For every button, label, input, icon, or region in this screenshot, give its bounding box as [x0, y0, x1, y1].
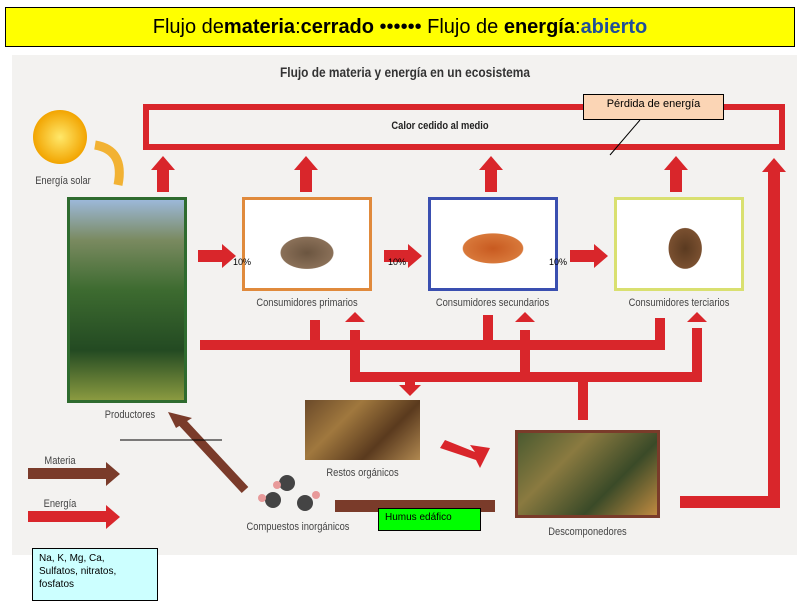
- legend-matter-label: Materia: [44, 455, 76, 467]
- decomposers-image: [515, 430, 660, 518]
- legend-energy-label: Energía: [43, 498, 77, 510]
- rabbit-image: [242, 197, 372, 291]
- inorganic-label: Compuestos inorgánicos: [246, 521, 350, 533]
- banner-text: Flujo de: [152, 15, 224, 38]
- percent-label: 10%: [549, 257, 568, 267]
- primary-label: Consumidores primarios: [256, 297, 358, 309]
- secondary-label: Consumidores secundarios: [435, 297, 550, 309]
- producers-label: Productores: [104, 409, 156, 421]
- fox-image: [428, 197, 558, 291]
- trophic-arrows: [198, 244, 608, 268]
- minerals-line: fosfatos: [39, 579, 75, 590]
- minerals-callout: Na, K, Mg, Ca, Sulfatos, nitratos, fosfa…: [32, 548, 158, 601]
- diagram-title: Flujo de materia y energía en un ecosist…: [279, 64, 530, 80]
- molecule-icon: [258, 475, 320, 511]
- sun-ray-arrow: [93, 140, 124, 186]
- banner-text: abierto: [580, 15, 648, 38]
- sun-icon: [33, 110, 87, 164]
- death-flow-lines: [200, 312, 707, 468]
- legend-matter-arrow: [28, 468, 108, 479]
- remains-image: [305, 400, 420, 460]
- legend-energy-arrow: [28, 511, 108, 522]
- banner-text: •••••• Flujo de: [374, 15, 504, 38]
- title-banner: Flujo de materia: cerrado •••••• Flujo d…: [5, 7, 795, 47]
- banner-text: energía: [503, 15, 575, 38]
- heat-up-arrows: [151, 156, 786, 508]
- decomposers-label: Descomponedores: [548, 526, 627, 538]
- banner-text: materia: [223, 15, 296, 38]
- percent-label: 10%: [388, 257, 407, 267]
- minerals-line: Na, K, Mg, Ca,: [39, 553, 105, 564]
- banner-text: :: [575, 15, 581, 38]
- remains-label: Restos orgánicos: [326, 467, 399, 479]
- solar-label: Energía solar: [35, 175, 91, 187]
- heat-label: Calor cedido al medio: [391, 120, 489, 132]
- minerals-line: Sulfatos, nitratos,: [39, 566, 117, 577]
- tertiary-label: Consumidores terciarios: [628, 297, 730, 309]
- heat-box: [143, 104, 785, 150]
- matter-arrow: [176, 416, 249, 494]
- banner-text: :: [295, 15, 301, 38]
- eagle-image: [614, 197, 744, 291]
- callout-pointer: [609, 119, 641, 156]
- energy-loss-callout: Pérdida de energía: [583, 94, 724, 120]
- banner-text: cerrado: [300, 15, 374, 38]
- percent-label: 10%: [233, 257, 252, 267]
- humus-callout: Humus edáfico: [378, 508, 481, 531]
- producers-image: [67, 197, 187, 403]
